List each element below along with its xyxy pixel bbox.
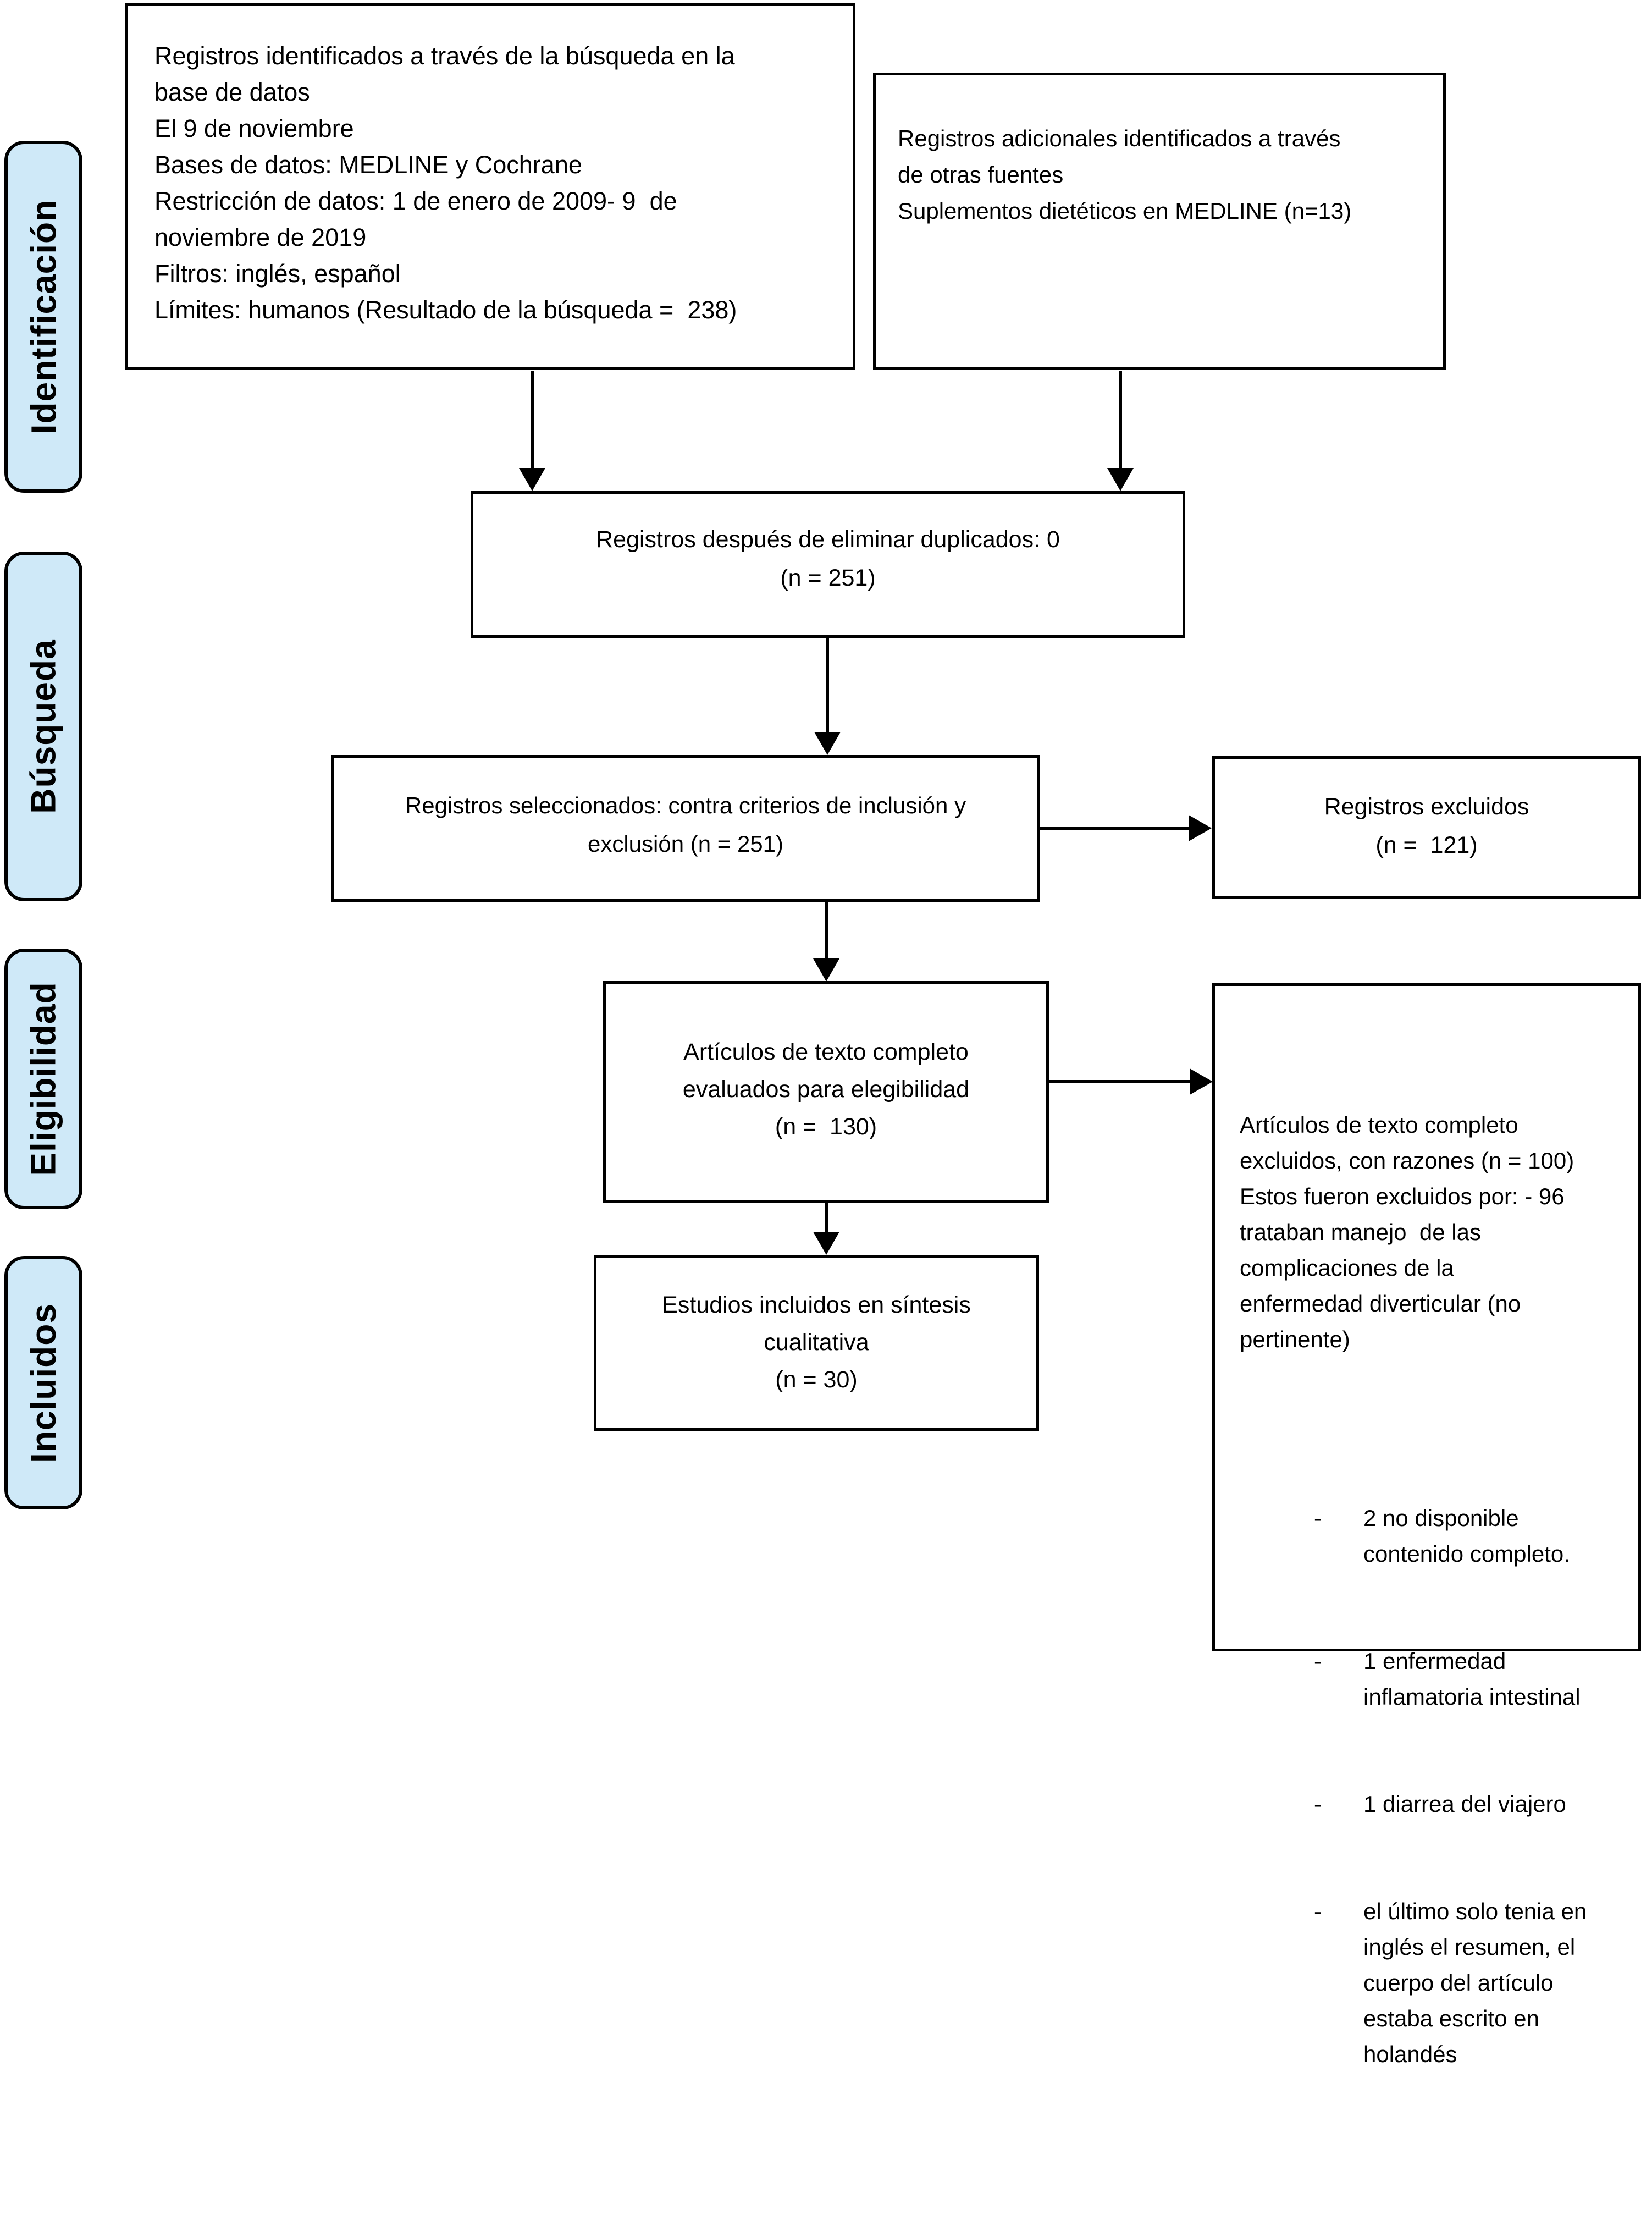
dash-bullet-icon: - [1314, 1791, 1322, 1817]
arrow-stem [1119, 371, 1122, 470]
arrowhead-down-icon [814, 732, 841, 755]
stage-eligibility: Eligibilidad [4, 949, 82, 1209]
arrow-stem [826, 637, 829, 733]
stage-identification-label: Identificación [24, 199, 63, 434]
prisma-flow-diagram: Identificación Búsqueda Eligibilidad Inc… [4, 3, 1641, 2067]
arrow-stem [531, 371, 534, 470]
stage-search: Búsqueda [4, 552, 82, 901]
stage-eligibility-label: Eligibilidad [24, 982, 63, 1176]
arrowhead-down-icon [1107, 468, 1134, 491]
exclusion-reason-text: 1 diarrea del viajero [1363, 1791, 1566, 1817]
exclusion-reason-text: 1 enfermedad inflamatoria intestinal [1363, 1648, 1581, 1710]
arrowhead-down-icon [813, 1232, 839, 1255]
arrowhead-right-icon [1190, 1068, 1213, 1095]
arrow-stem [1048, 1080, 1191, 1083]
stage-included: Incluidos [4, 1256, 82, 1509]
exclusion-reason-text: el último solo tenia en inglés el resume… [1363, 1898, 1587, 2067]
box-fulltext-excluded-reasons: Artículos de texto completo excluidos, c… [1212, 983, 1641, 2067]
arrow-stem [1038, 827, 1190, 830]
dash-bullet-icon: - [1314, 1648, 1322, 1674]
box-records-screened: Registros seleccionados: contra criterio… [331, 755, 1040, 902]
stage-identification: Identificación [4, 141, 82, 493]
fulltext-excluded-paragraph: Artículos de texto completo excluidos, c… [1240, 1112, 1574, 1352]
arrowhead-down-icon [813, 958, 839, 982]
box-records-excluded: Registros excluidos (n = 121) [1212, 756, 1641, 899]
list-item: - 1 diarrea del viajero [1292, 1786, 1627, 1822]
stage-search-label: Búsqueda [24, 639, 63, 814]
box-fulltext-assessed: Artículos de texto completo evaluados pa… [603, 981, 1049, 1203]
arrow-stem [825, 1202, 828, 1233]
list-item: - el último solo tenia en inglés el resu… [1292, 1893, 1627, 2072]
stage-included-label: Incluidos [24, 1303, 63, 1463]
list-item: - 2 no disponible contenido completo. [1292, 1500, 1627, 1572]
box-included-studies: Estudios incluidos en síntesis cualitati… [594, 1255, 1039, 1431]
list-item: - 1 enfermedad inflamatoria intestinal [1292, 1643, 1627, 1715]
exclusion-reason-text: 2 no disponible contenido completo. [1363, 1505, 1570, 1567]
dash-bullet-icon: - [1314, 1505, 1322, 1531]
box-additional-records-other-sources: Registros adicionales identificados a tr… [873, 73, 1446, 370]
arrowhead-down-icon [519, 468, 545, 491]
arrowhead-right-icon [1189, 815, 1212, 841]
box-records-after-duplicates: Registros después de eliminar duplicados… [471, 491, 1185, 638]
arrow-stem [825, 901, 828, 960]
exclusion-reason-list: - 2 no disponible contenido completo. - … [1240, 1429, 1627, 2144]
dash-bullet-icon: - [1314, 1898, 1322, 1924]
box-records-identified-database: Registros identificados a través de la b… [125, 3, 855, 370]
